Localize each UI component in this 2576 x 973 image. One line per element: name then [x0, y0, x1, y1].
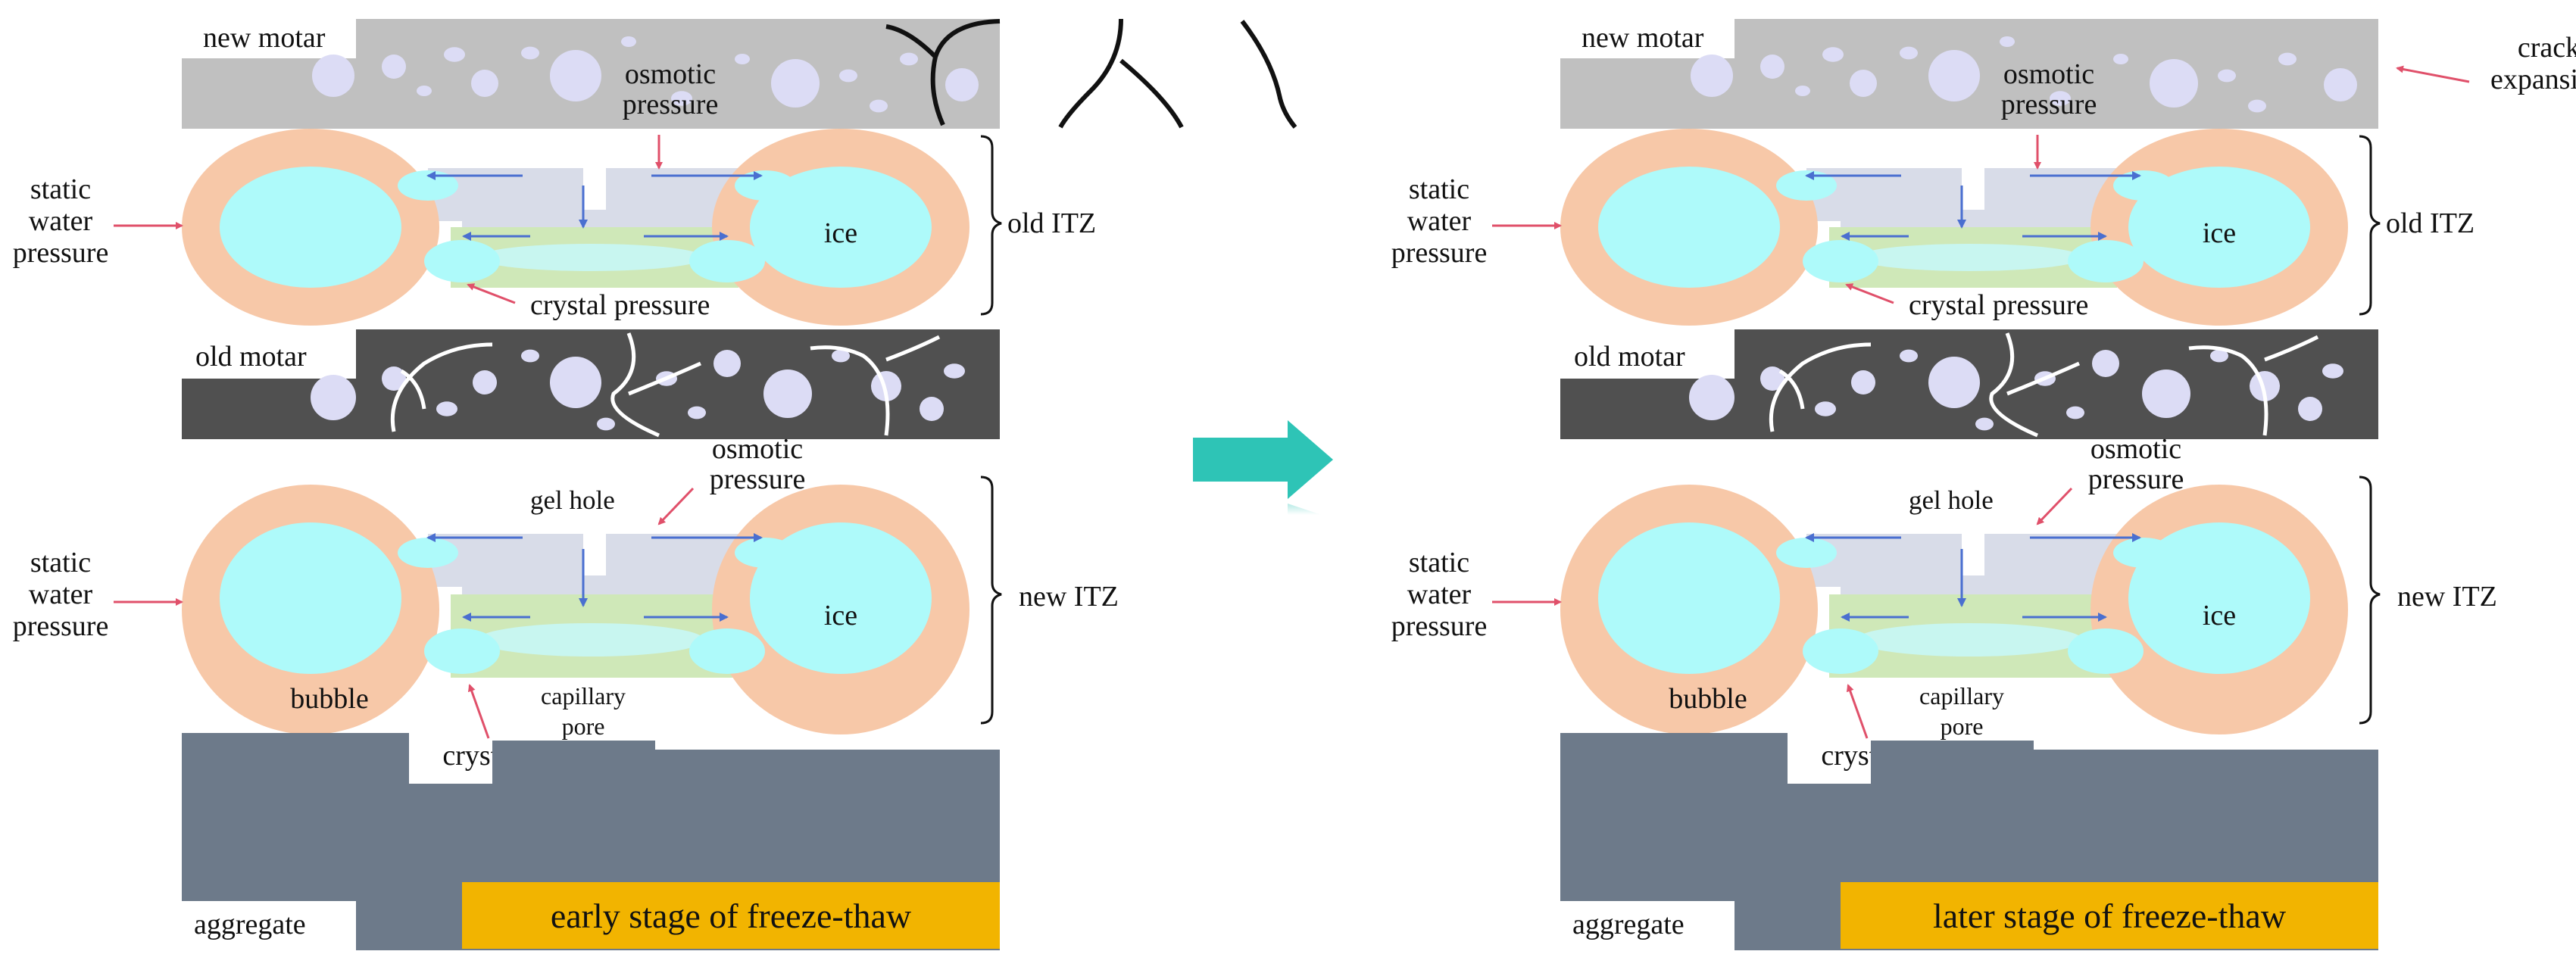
bubble-label: bubble — [290, 683, 368, 715]
ice-label-top: ice — [2203, 217, 2236, 249]
new-itz-label: new ITZ — [1019, 581, 1119, 613]
ice-left-bottom — [220, 522, 401, 674]
ice-left-bottom — [1598, 522, 1780, 674]
panel-later: new motar — [885, 18, 2576, 950]
ice-label-top: ice — [824, 217, 857, 249]
gel-hole-label: gel hole — [530, 485, 615, 515]
ice-right-bottom — [2128, 522, 2310, 674]
aggregate-label: aggregate — [194, 909, 306, 940]
new-motar-layer: new motar — [182, 19, 1000, 129]
gel-hole-label: gel hole — [1909, 485, 1994, 515]
ice-right-top — [2128, 167, 2310, 288]
ice-right-top — [750, 167, 932, 288]
transition-arrow-icon — [1193, 420, 1333, 515]
stage-box — [1841, 882, 2378, 949]
old-motar-layer: old motar — [1560, 329, 2378, 439]
old-motar-cracks — [390, 332, 941, 438]
old-motar-label: old motar — [195, 341, 307, 373]
new-motar-pores — [1691, 36, 2357, 113]
new-motar-label: new motar — [203, 22, 326, 54]
old-motar-cracks — [1769, 332, 2319, 438]
stage-box — [462, 882, 1000, 949]
panel-early: new motar — [13, 19, 1119, 950]
ice-right-bottom — [750, 522, 932, 674]
old-itz-label: old ITZ — [1007, 207, 1096, 239]
old-motar-pores — [311, 349, 965, 431]
aggregate-layer: aggregate later stage of freeze-thaw — [1560, 733, 2378, 950]
old-itz-label: old ITZ — [2386, 207, 2475, 239]
bubble-label: bubble — [1669, 683, 1747, 715]
ice-label-bottom: ice — [824, 600, 857, 632]
crystal-pressure-label-top: crystal pressure — [530, 289, 710, 321]
ice-left-top — [220, 167, 401, 288]
new-motar-layer: new motar — [885, 18, 2378, 129]
stage-label: early stage of freeze-thaw — [551, 897, 912, 935]
ice-label-bottom: ice — [2203, 600, 2236, 632]
old-motar-layer: old motar — [182, 329, 1000, 439]
stage-label: later stage of freeze-thaw — [1933, 897, 2287, 935]
crack-lines — [885, 18, 1297, 129]
crystal-pressure-label-top: crystal pressure — [1909, 289, 2088, 321]
new-motar-pores — [312, 36, 979, 113]
crack-expansion-callout: crackexpansion — [2396, 32, 2576, 95]
aggregate-layer: aggregate early stage of freeze-thaw — [182, 733, 1000, 950]
new-itz-label: new ITZ — [2397, 581, 2497, 613]
crack-expansion-label: crackexpansion — [2490, 32, 2576, 95]
new-motar-label: new motar — [1582, 22, 1704, 54]
old-motar-label: old motar — [1574, 341, 1685, 373]
ice-left-top — [1598, 167, 1780, 288]
aggregate-label: aggregate — [1572, 909, 1685, 940]
